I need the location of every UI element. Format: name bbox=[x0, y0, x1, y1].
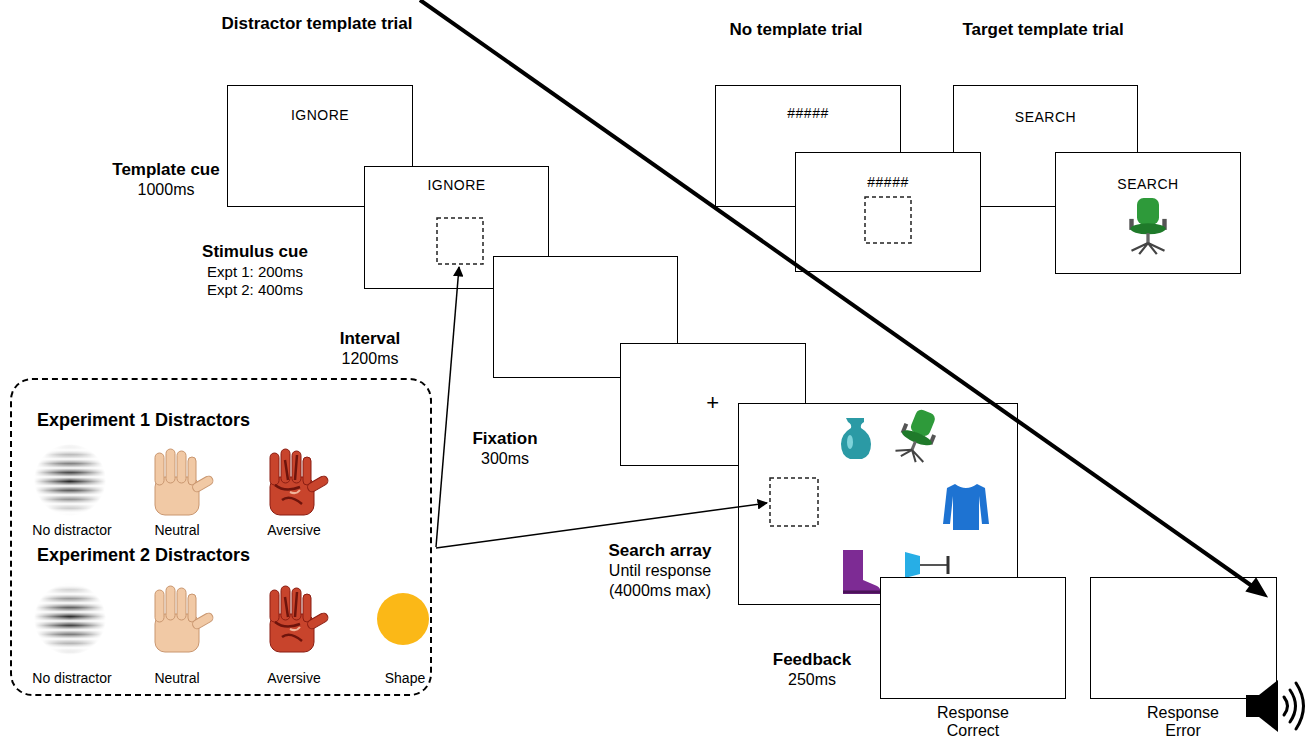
text-slot: Interval bbox=[340, 329, 400, 349]
text-slot: Neutral bbox=[154, 522, 199, 538]
screen-text: SEARCH bbox=[1015, 109, 1076, 125]
text-slot: No template trial bbox=[729, 20, 862, 40]
text-slot: Distractor template trial bbox=[222, 14, 413, 34]
text-slot: 1000ms bbox=[138, 181, 195, 199]
screen-text: SEARCH bbox=[1117, 176, 1178, 192]
timing-label: Expt 1: 200ms bbox=[207, 263, 303, 280]
text-slot: Fixation bbox=[472, 429, 537, 449]
pointer-line bbox=[436, 503, 767, 548]
text-slot: No distractor bbox=[32, 670, 111, 686]
text-slot: Stimulus cue bbox=[202, 242, 308, 262]
shape-distractor bbox=[377, 593, 429, 645]
text-slot: Target template trial bbox=[962, 20, 1123, 40]
timing-label: Response Correct bbox=[931, 704, 1016, 741]
sound-waves bbox=[1284, 683, 1304, 729]
phase-label: Template cue bbox=[112, 160, 219, 180]
time-line bbox=[420, 0, 1252, 586]
screen-text: ##### bbox=[787, 105, 828, 121]
text-slot: Feedback bbox=[773, 650, 851, 670]
text-slot: Shape bbox=[385, 670, 425, 686]
distractor-label: Neutral bbox=[154, 670, 199, 686]
boot-icon bbox=[843, 550, 881, 594]
phase-label: No template trial bbox=[729, 20, 862, 40]
text-slot: Aversive bbox=[267, 670, 320, 686]
distractor-label: Aversive bbox=[267, 670, 320, 686]
boot-sole bbox=[843, 591, 881, 594]
screen-frame: ##### bbox=[795, 152, 981, 272]
chair-icon bbox=[892, 405, 943, 465]
time-arrowhead bbox=[1247, 579, 1266, 596]
gabor-patch bbox=[34, 444, 106, 516]
text-slot: Until response bbox=[609, 562, 711, 580]
timing-label: (4000ms max) bbox=[609, 582, 711, 600]
distractor-label: Shape bbox=[385, 670, 425, 686]
wound-marks bbox=[275, 455, 302, 504]
lamp-stand bbox=[920, 564, 948, 566]
screen-text: IGNORE bbox=[427, 177, 485, 193]
phase-label: Fixation bbox=[472, 429, 537, 449]
dashed-square bbox=[770, 478, 818, 526]
timing-label: 1200ms bbox=[342, 350, 399, 368]
phase-label: Feedback bbox=[773, 650, 851, 670]
timing-label: 1000ms bbox=[138, 181, 195, 199]
feedback-error-screen bbox=[1090, 577, 1277, 699]
distractor-label: Neutral bbox=[154, 522, 199, 538]
timing-label: Response Error bbox=[1141, 704, 1226, 741]
screen-text: + bbox=[706, 390, 719, 415]
search-array-screen bbox=[738, 403, 1018, 605]
text-slot: Aversive bbox=[267, 522, 320, 538]
lamp-shade bbox=[905, 552, 920, 578]
distractor-panel: Experiment 1 DistractorsNo distractorNeu… bbox=[10, 378, 432, 696]
gabor-patch bbox=[34, 583, 106, 655]
timing-label: Until response bbox=[609, 562, 711, 580]
wound-marks bbox=[275, 592, 302, 641]
aversive-hand bbox=[270, 449, 330, 515]
panel-heading: Experiment 2 Distractors bbox=[37, 545, 250, 566]
text-slot: Response Error bbox=[1141, 704, 1226, 741]
text-slot: Experiment 2 Distractors bbox=[37, 545, 250, 566]
text-slot: Response Correct bbox=[931, 704, 1016, 741]
timing-label: Expt 2: 400ms bbox=[207, 281, 303, 298]
text-slot: Neutral bbox=[154, 670, 199, 686]
distractor-label: Aversive bbox=[267, 522, 320, 538]
text-slot: Template cue bbox=[112, 160, 219, 180]
vase-icon bbox=[841, 418, 871, 459]
phase-label: Target template trial bbox=[962, 20, 1123, 40]
panel-heading: Experiment 1 Distractors bbox=[37, 410, 250, 431]
screen-text: ##### bbox=[867, 174, 908, 190]
text-slot: Experiment 1 Distractors bbox=[37, 410, 250, 431]
text-slot: 1200ms bbox=[342, 350, 399, 368]
distractor-label: No distractor bbox=[32, 522, 111, 538]
text-slot: 300ms bbox=[481, 450, 529, 468]
phase-label: Interval bbox=[340, 329, 400, 349]
phase-label: Distractor template trial bbox=[222, 14, 413, 34]
text-slot: Expt 2: 400ms bbox=[207, 281, 303, 298]
screen-text: IGNORE bbox=[291, 107, 349, 123]
feedback-correct-screen bbox=[880, 577, 1066, 699]
text-slot: No distractor bbox=[32, 522, 111, 538]
text-slot: (4000ms max) bbox=[609, 582, 711, 600]
text-slot: Expt 1: 200ms bbox=[207, 263, 303, 280]
wound-marks bbox=[290, 490, 300, 630]
speaker-cone bbox=[1259, 680, 1278, 732]
text-slot: 250ms bbox=[788, 671, 836, 689]
neutral-hand bbox=[155, 449, 215, 515]
text-slot: Search array bbox=[608, 541, 711, 561]
phase-label: Search array bbox=[608, 541, 711, 561]
shirt-icon bbox=[943, 484, 989, 530]
vase-highlight bbox=[847, 435, 853, 449]
timing-label: 250ms bbox=[788, 671, 836, 689]
aversive-hand bbox=[270, 586, 330, 652]
screen-frame: SEARCH bbox=[1055, 152, 1241, 274]
neutral-hand bbox=[155, 586, 215, 652]
pointer-line bbox=[436, 267, 459, 547]
distractor-label: No distractor bbox=[32, 670, 111, 686]
phase-label: Stimulus cue bbox=[202, 242, 308, 262]
timing-label: 300ms bbox=[481, 450, 529, 468]
speaker-body bbox=[1246, 695, 1259, 717]
lamp-base bbox=[947, 556, 950, 574]
